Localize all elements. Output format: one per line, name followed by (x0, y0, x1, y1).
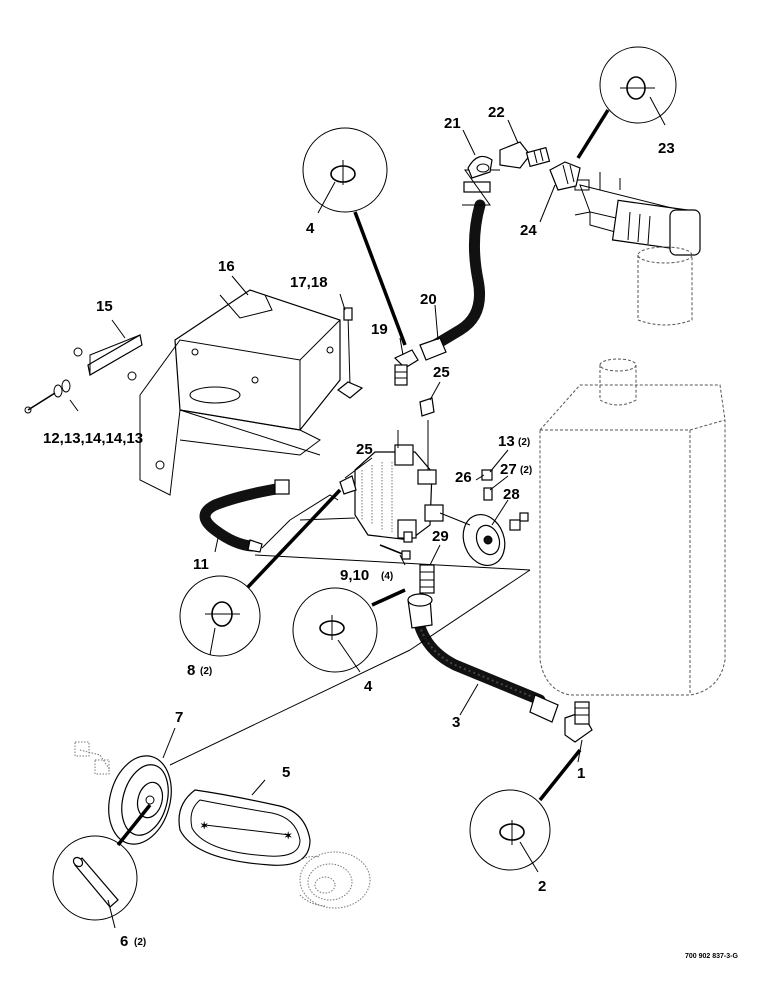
label-12-14: 12,13,14,14,13 (43, 430, 143, 447)
label-5: 5 (282, 764, 290, 781)
label-6-qty: (2) (134, 937, 146, 948)
hose-11 (199, 479, 339, 553)
label-4-top: 4 (306, 220, 315, 237)
label-29: 29 (432, 528, 449, 545)
label-20: 20 (420, 291, 437, 308)
label-9-10: 9,10 (340, 567, 369, 584)
label-8-qty: (2) (200, 666, 212, 677)
screw (336, 307, 364, 399)
detail-circle-6 (52, 803, 152, 929)
hose-20 (419, 169, 500, 361)
label-13: 13 (498, 433, 515, 450)
svg-text:✶: ✶ (200, 821, 208, 832)
mount-bolts (379, 544, 411, 560)
label-28: 28 (503, 486, 520, 503)
hose-3 (407, 593, 559, 723)
label-23: 23 (658, 140, 675, 157)
bracket-plate (73, 334, 143, 381)
label-17-18: 17,18 (290, 274, 328, 291)
elbow-fitting (393, 349, 419, 386)
filter-assembly (574, 172, 701, 326)
top-fittings (467, 141, 581, 191)
label-7: 7 (175, 709, 183, 726)
part-labels: 1 2 3 4 4 5 6 (2) 7 8 (2) 9,10 (4) 11 12… (43, 104, 738, 960)
pump-pulley (439, 469, 529, 566)
detail-circle-2 (469, 748, 582, 873)
label-27-qty: (2) (520, 465, 532, 476)
label-16: 16 (218, 258, 235, 275)
detail-circle-4-mid (292, 587, 406, 673)
drawing-number: 700 902 837-3-G (685, 953, 738, 960)
detail-circle-8 (179, 488, 342, 657)
label-4-mid: 4 (364, 678, 373, 695)
label-3: 3 (452, 714, 460, 731)
label-8: 8 (187, 662, 195, 679)
leader-lines (169, 409, 531, 766)
pump-body (339, 397, 444, 543)
label-leaders (69, 119, 583, 796)
label-24: 24 (520, 222, 537, 239)
label-11: 11 (193, 556, 209, 573)
label-25-mid: 25 (356, 441, 373, 458)
pipe-fitting (419, 564, 435, 594)
label-26: 26 (455, 469, 472, 486)
label-21: 21 (444, 115, 461, 132)
drive-belt: ✶ ✶ (178, 789, 311, 866)
pump-bracket (139, 289, 341, 496)
bolt-stack (24, 379, 71, 414)
reservoir-tank (539, 358, 726, 696)
label-19: 19 (371, 321, 388, 338)
label-6: 6 (120, 933, 128, 950)
engine-pulley (299, 851, 371, 909)
label-9-10-qty: (4) (381, 571, 393, 582)
label-15: 15 (96, 298, 113, 315)
detail-circle-23 (576, 46, 677, 159)
label-2: 2 (538, 878, 546, 895)
label-1: 1 (577, 765, 585, 782)
detail-circle-4-top (302, 127, 407, 346)
elbow-1 (564, 701, 593, 743)
drive-pulley (74, 741, 172, 845)
label-27: 27 (500, 461, 517, 478)
label-22: 22 (488, 104, 505, 121)
label-25-top: 25 (433, 364, 450, 381)
label-13-qty: (2) (518, 437, 530, 448)
svg-text:✶: ✶ (284, 831, 292, 842)
